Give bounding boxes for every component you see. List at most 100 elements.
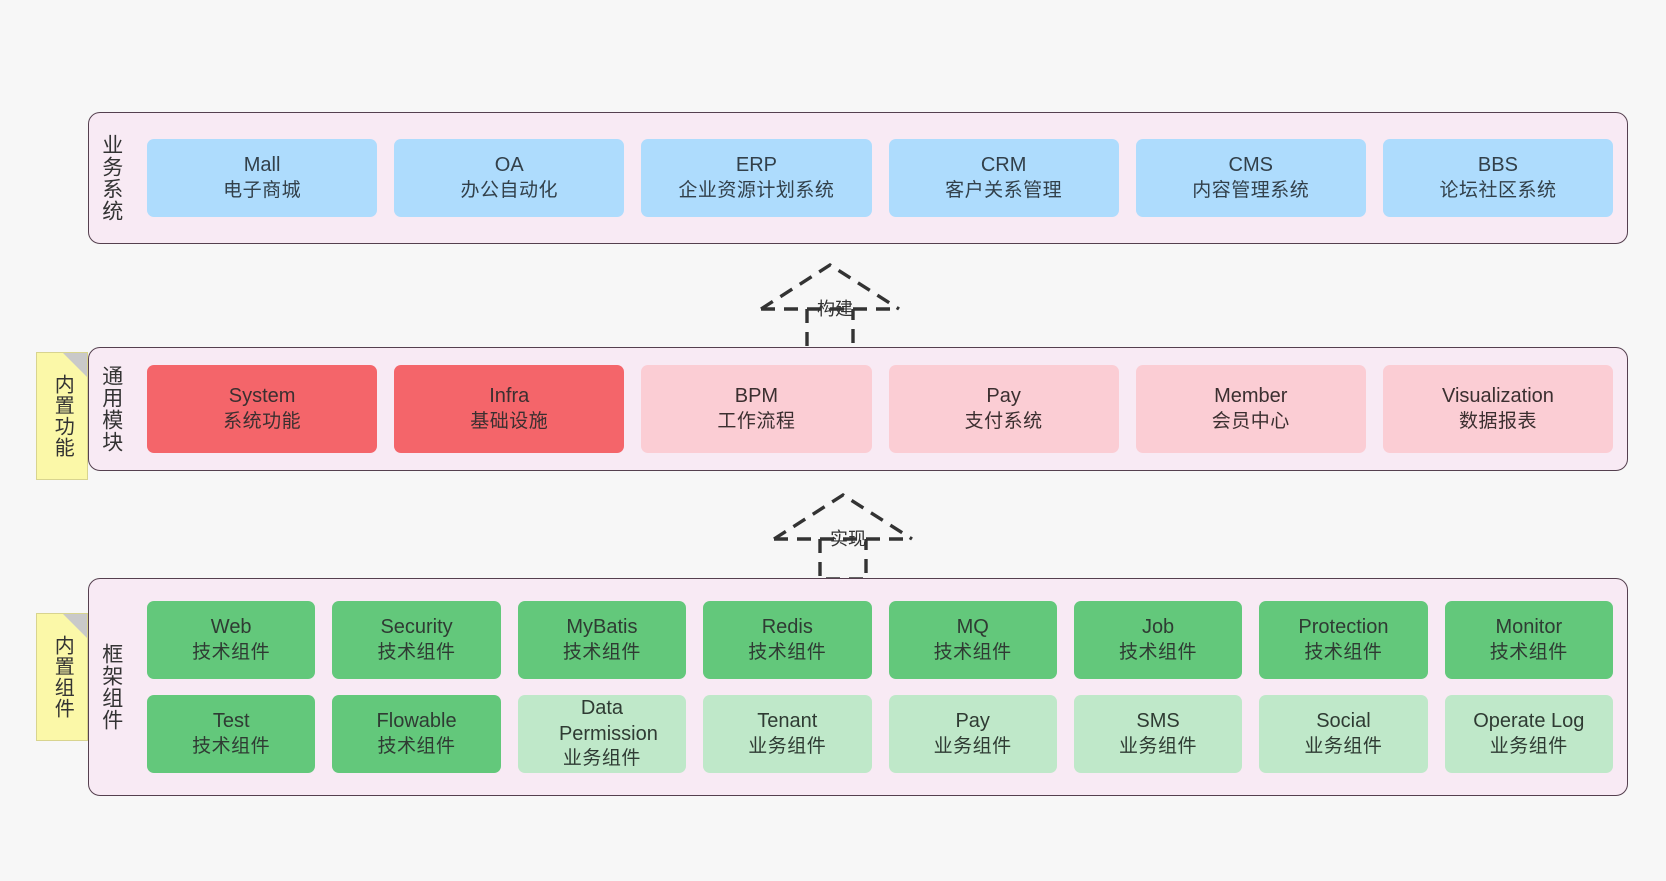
- node-subtitle: 技术组件: [1489, 641, 1568, 663]
- node-visualization[interactable]: Visualization 数据报表: [1382, 365, 1614, 453]
- node-cms[interactable]: CMS 内容管理系统: [1135, 139, 1366, 217]
- node-subtitle: 工作流程: [717, 410, 796, 432]
- node-subtitle: 技术组件: [377, 641, 456, 663]
- node-subtitle: 企业资源计划系统: [678, 179, 835, 201]
- node-subtitle: 系统功能: [223, 410, 302, 432]
- layer-body-framework-component: Web 技术组件 Security 技术组件 MyBatis 技术组件 Redi…: [133, 579, 1627, 795]
- layer-row: Web 技术组件 Security 技术组件 MyBatis 技术组件 Redi…: [147, 601, 1613, 679]
- node-mq[interactable]: MQ 技术组件: [888, 601, 1057, 679]
- node-title: Operate Log: [1473, 710, 1585, 733]
- layer-body-common-module: System 系统功能 Infra 基础设施 BPM 工作流程 Pay 支付系统…: [133, 348, 1627, 470]
- node-subtitle: 业务组件: [1119, 735, 1198, 757]
- layer-framework-component: 框架组件 Web 技术组件 Security 技术组件 MyBatis 技术组件…: [88, 578, 1628, 796]
- note-label: 内置组件: [51, 635, 74, 719]
- node-test[interactable]: Test 技术组件: [147, 695, 316, 773]
- node-subtitle: 技术组件: [377, 735, 456, 757]
- node-title: Mall: [243, 154, 281, 177]
- connector-build: 构建: [755, 259, 905, 351]
- node-subtitle: 办公自动化: [460, 179, 559, 201]
- node-subtitle: 技术组件: [933, 641, 1012, 663]
- node-subtitle: 业务组件: [748, 735, 827, 757]
- node-monitor[interactable]: Monitor 技术组件: [1444, 601, 1613, 679]
- node-title: Protection: [1298, 616, 1389, 639]
- node-sms[interactable]: SMS 业务组件: [1073, 695, 1243, 773]
- node-title: Pay: [955, 710, 990, 733]
- node-subtitle: 技术组件: [748, 641, 827, 663]
- note-fold-corner-icon: [63, 614, 87, 638]
- generalization-arrow-icon: [760, 262, 900, 351]
- node-title: Member: [1214, 385, 1288, 408]
- node-title: OA: [494, 154, 524, 177]
- node-subtitle: 技术组件: [192, 641, 271, 663]
- node-title: Flowable: [376, 710, 457, 733]
- node-bpm[interactable]: BPM 工作流程: [641, 365, 872, 453]
- note-fold-corner-icon: [63, 353, 87, 377]
- node-mybatis[interactable]: MyBatis 技术组件: [517, 601, 687, 679]
- node-subtitle: 支付系统: [964, 410, 1043, 432]
- node-subtitle: 业务组件: [562, 748, 641, 770]
- node-subtitle: 业务组件: [933, 735, 1012, 757]
- node-title: Test: [212, 710, 250, 733]
- node-oa[interactable]: OA 办公自动化: [394, 139, 625, 217]
- node-infra[interactable]: Infra 基础设施: [394, 365, 625, 453]
- node-title: Tenant: [757, 710, 818, 733]
- node-subtitle: 业务组件: [1489, 735, 1568, 757]
- node-title: BPM: [734, 385, 779, 408]
- node-tenant[interactable]: Tenant 业务组件: [703, 695, 872, 773]
- layer-row: Mall 电子商城 OA 办公自动化 ERP 企业资源计划系统 CRM 客户关系…: [147, 139, 1614, 217]
- node-title: ERP: [735, 154, 777, 177]
- node-mall[interactable]: Mall 电子商城: [147, 139, 378, 217]
- connector-implement-label: 实现: [830, 529, 866, 549]
- layer-common-module: 通用模块 System 系统功能 Infra 基础设施 BPM 工作流程 Pay: [88, 347, 1628, 471]
- layer-row: System 系统功能 Infra 基础设施 BPM 工作流程 Pay 支付系统…: [147, 365, 1614, 453]
- node-subtitle: 技术组件: [1119, 641, 1198, 663]
- node-subtitle: 论坛社区系统: [1439, 179, 1557, 201]
- node-title: Security: [380, 616, 453, 639]
- node-pay-component[interactable]: Pay 业务组件: [888, 695, 1057, 773]
- node-protection[interactable]: Protection 技术组件: [1259, 601, 1428, 679]
- node-title: Infra: [489, 385, 530, 408]
- node-title: Job: [1141, 616, 1175, 639]
- layer-caption-business-system: 业务系统: [99, 134, 123, 222]
- layer-caption-framework-component: 框架组件: [99, 643, 123, 731]
- node-title: BBS: [1477, 154, 1518, 177]
- layer-body-business-system: Mall 电子商城 OA 办公自动化 ERP 企业资源计划系统 CRM 客户关系…: [133, 113, 1627, 243]
- node-title: MQ: [956, 616, 989, 639]
- generalization-arrow-icon: [773, 492, 913, 581]
- connector-implement: 实现: [768, 489, 918, 581]
- note-label: 内置功能: [51, 374, 74, 458]
- note-builtin-component: 内置组件: [36, 613, 88, 741]
- node-title: CRM: [980, 154, 1027, 177]
- layer-caption-common-module: 通用模块: [99, 365, 123, 453]
- node-subtitle: 技术组件: [562, 641, 641, 663]
- node-operate-log[interactable]: Operate Log 业务组件: [1444, 695, 1613, 773]
- layer-row: Test 技术组件 Flowable 技术组件 Data Permission …: [147, 695, 1613, 773]
- node-title: Social: [1316, 710, 1371, 733]
- node-subtitle: 业务组件: [1304, 735, 1383, 757]
- node-subtitle: 技术组件: [1304, 641, 1383, 663]
- node-subtitle: 技术组件: [192, 735, 271, 757]
- node-system[interactable]: System 系统功能: [147, 365, 378, 453]
- node-member[interactable]: Member 会员中心: [1135, 365, 1366, 453]
- node-data-permission[interactable]: Data Permission 业务组件: [517, 695, 687, 773]
- node-title: Visualization: [1441, 385, 1554, 408]
- node-security[interactable]: Security 技术组件: [332, 601, 501, 679]
- node-pay-module[interactable]: Pay 支付系统: [888, 365, 1119, 453]
- node-erp[interactable]: ERP 企业资源计划系统: [641, 139, 872, 217]
- node-redis[interactable]: Redis 技术组件: [703, 601, 872, 679]
- node-flowable[interactable]: Flowable 技术组件: [332, 695, 501, 773]
- node-bbs[interactable]: BBS 论坛社区系统: [1382, 139, 1614, 217]
- node-title: Redis: [761, 616, 813, 639]
- node-subtitle: 数据报表: [1458, 410, 1537, 432]
- node-title: Web: [210, 616, 252, 639]
- node-subtitle: 内容管理系统: [1192, 179, 1310, 201]
- node-title: System: [228, 385, 296, 408]
- node-subtitle: 会员中心: [1211, 410, 1290, 432]
- node-crm[interactable]: CRM 客户关系管理: [888, 139, 1119, 217]
- node-web[interactable]: Web 技术组件: [147, 601, 316, 679]
- node-job[interactable]: Job 技术组件: [1073, 601, 1243, 679]
- node-social[interactable]: Social 业务组件: [1259, 695, 1428, 773]
- note-builtin-function: 内置功能: [36, 352, 88, 480]
- node-title: CMS: [1228, 154, 1273, 177]
